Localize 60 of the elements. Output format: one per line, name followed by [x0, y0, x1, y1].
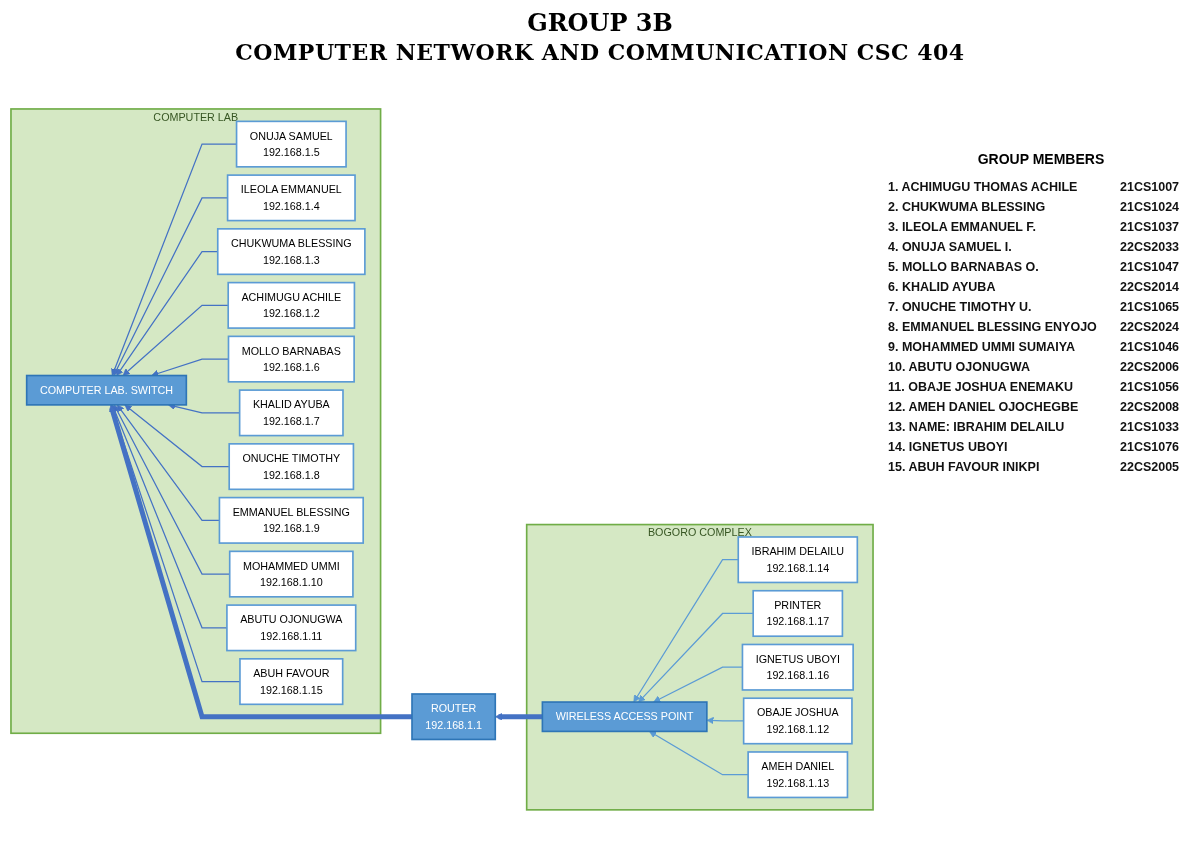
node-box: IBRAHIM DELAILU 192.168.1.14 [737, 535, 859, 583]
student-id: 22CS2005 [1120, 460, 1180, 474]
node-box: MOHAMMED UMMI 192.168.1.10 [228, 550, 354, 598]
student-id: 21CS1076 [1120, 440, 1180, 454]
member-name: 14. IGNETUS UBOYI [888, 440, 1008, 454]
node-box: ONUJA SAMUEL 192.168.1.5 [235, 120, 347, 168]
node-box: PRINTER 192.168.1.17 [752, 589, 844, 637]
node-box: KHALID AYUBA 192.168.1.7 [238, 388, 344, 436]
member-name: 10. ABUTU OJONUGWA [888, 360, 1030, 374]
arrow [122, 304, 229, 376]
node-box: MOLLO BARNABAS 192.168.1.6 [227, 335, 355, 383]
node-box: WIRELESS ACCESS POINT [541, 700, 708, 732]
student-id: 21CS1007 [1120, 180, 1180, 194]
member-name: 1. ACHIMUGU THOMAS ACHILE [888, 180, 1078, 194]
student-id: 21CS1065 [1120, 300, 1180, 314]
student-id: 22CS2014 [1120, 280, 1180, 294]
member-name: 11. OBAJE JOSHUA ENEMAKU [888, 380, 1073, 394]
member-name: 4. ONUJA SAMUEL I. [888, 240, 1012, 254]
member-name: 6. KHALID AYUBA [888, 280, 996, 294]
node-box: OBAJE JOSHUA 192.168.1.12 [742, 697, 853, 745]
student-id: 22CS2008 [1120, 400, 1180, 414]
student-id: 22CS2006 [1120, 360, 1180, 374]
student-id: 22CS2024 [1120, 320, 1180, 334]
section-heading: GROUP MEMBERS [977, 151, 1105, 167]
node-box: EMMANUEL BLESSING 192.168.1.9 [218, 496, 364, 544]
student-id: 21CS1033 [1120, 420, 1180, 434]
member-name: 3. ILEOLA EMMANUEL F. [888, 220, 1036, 234]
node-box: ONUCHE TIMOTHY 192.168.1.8 [228, 442, 355, 490]
node-box: AMEH DANIEL 192.168.1.13 [747, 750, 849, 798]
student-id: 21CS1047 [1120, 260, 1180, 274]
arrow [124, 404, 230, 467]
member-name: 8. EMMANUEL BLESSING ENYOJO [888, 320, 1097, 334]
node-box: ACHIMUGU ACHILE 192.168.1.2 [227, 281, 356, 329]
student-id: 21CS1037 [1120, 220, 1180, 234]
student-id: 21CS1046 [1120, 340, 1180, 354]
student-id: 22CS2033 [1120, 240, 1180, 254]
node-box: IGNETUS UBOYI 192.168.1.16 [741, 643, 854, 691]
member-name: 9. MOHAMMED UMMI SUMAIYA [888, 340, 1076, 354]
arrow [109, 404, 412, 719]
node-box: ABUTU OJONUGWA 192.168.1.11 [226, 603, 357, 651]
node-box: ILEOLA EMMANUEL 192.168.1.4 [226, 173, 356, 221]
node-box: COMPUTER LAB. SWITCH [25, 374, 188, 406]
student-id: 21CS1056 [1120, 380, 1180, 394]
student-id: 21CS1024 [1120, 200, 1180, 214]
title: GROUP 3B [527, 8, 673, 37]
node-box: ABUH FAVOUR 192.168.1.15 [239, 657, 344, 705]
node-box: CHUKWUMA BLESSING 192.168.1.3 [216, 227, 366, 275]
member-name: 13. NAME: IBRAHIM DELAILU [888, 420, 1065, 434]
member-name: 5. MOLLO BARNABAS O. [888, 260, 1039, 274]
subtitle: COMPUTER NETWORK AND COMMUNICATION CSC 404 [235, 39, 965, 65]
member-name: 2. CHUKWUMA BLESSING [888, 200, 1046, 214]
arrow [111, 404, 228, 629]
arrow [638, 612, 754, 702]
member-name: 12. AMEH DANIEL OJOCHEGBE [888, 400, 1079, 414]
arrow [633, 558, 739, 702]
arrow [649, 730, 749, 775]
member-name: 7. ONUCHE TIMOTHY U. [888, 300, 1032, 314]
member-name: 15. ABUH FAVOUR INIKPI [888, 460, 1040, 474]
node-box: ROUTER 192.168.1.1 [411, 692, 497, 740]
arrow [113, 196, 229, 376]
